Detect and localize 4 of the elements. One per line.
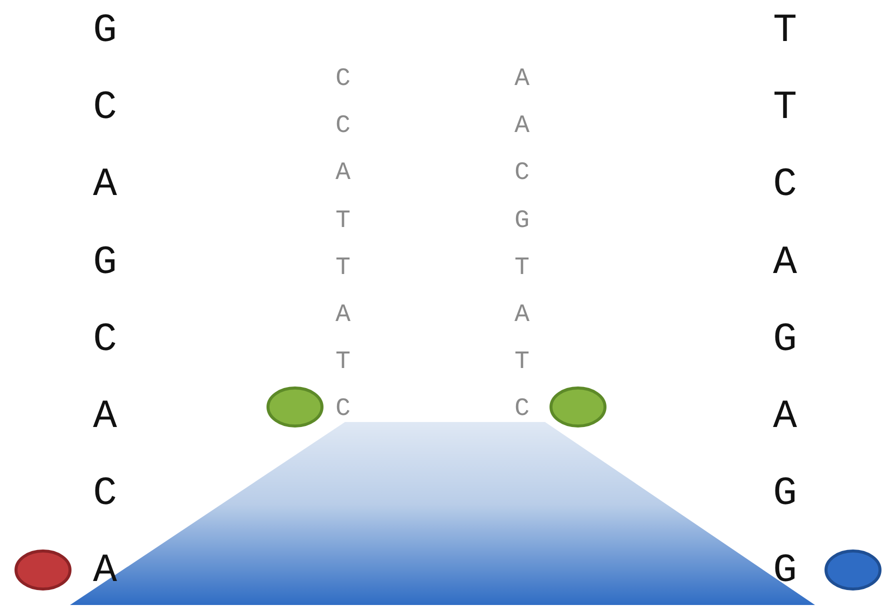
- base-sequence: A A C G T A T C: [514, 63, 530, 426]
- base-sequence: C C A T T A T C: [336, 63, 350, 426]
- base-sequence: T T C A G A G G: [773, 8, 797, 596]
- base-sequence: G C A G C A C A: [93, 8, 117, 596]
